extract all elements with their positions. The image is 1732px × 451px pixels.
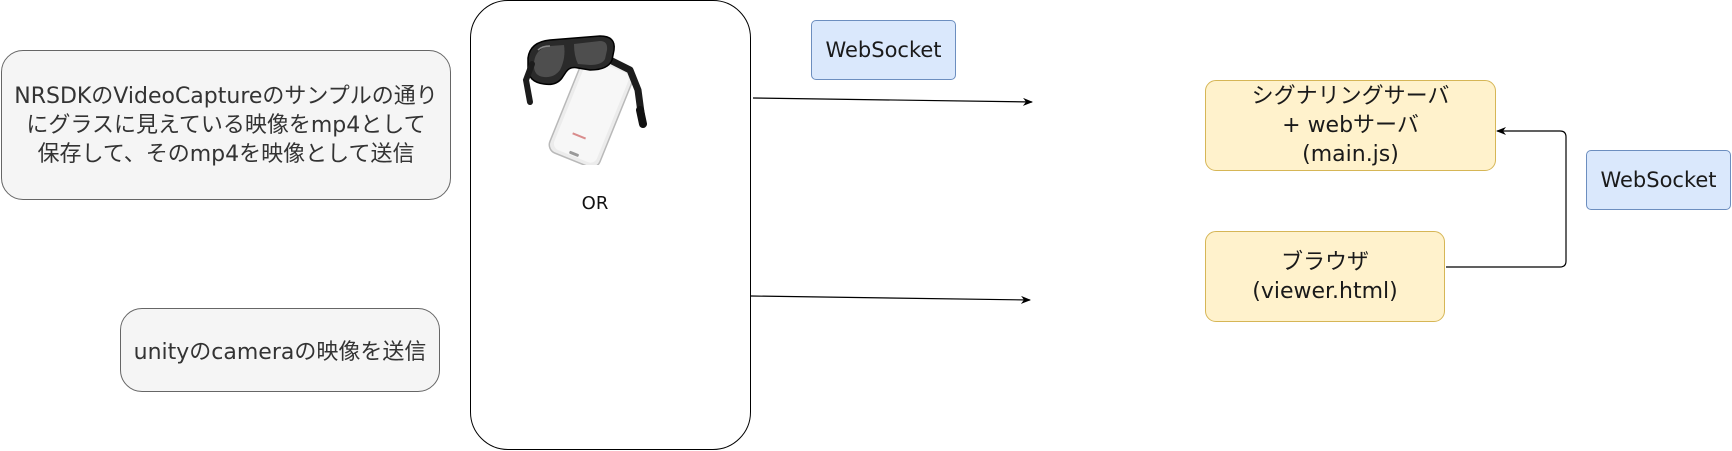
- note-mp4-capture: NRSDKのVideoCaptureのサンプルの通り にグラスに見えている映像を…: [1, 50, 451, 200]
- note-unity-camera: unityのcameraの映像を送信: [120, 308, 440, 392]
- websocket-top-text: WebSocket: [825, 38, 942, 62]
- websocket-right-text: WebSocket: [1600, 168, 1717, 192]
- browser-node: ブラウザ (viewer.html): [1205, 231, 1445, 322]
- note-unity-text: unityのcameraの映像を送信: [133, 340, 427, 365]
- or-label: OR: [581, 193, 609, 214]
- arrow-top: [752, 97, 1033, 106]
- websocket-label-right: WebSocket: [1586, 150, 1731, 210]
- browser-to-server-connector: [1446, 127, 1567, 268]
- arrow-bottom: [750, 295, 1031, 304]
- ar-glasses-and-phone-icon: [522, 35, 647, 165]
- signaling-server-node: シグナリングサーバ + webサーバ (main.js): [1205, 80, 1496, 171]
- note-mp4-text: NRSDKのVideoCaptureのサンプルの通り にグラスに見えている映像を…: [14, 83, 438, 167]
- browser-label: ブラウザ (viewer.html): [1252, 249, 1398, 304]
- signaling-server-label: シグナリングサーバ + webサーバ (main.js): [1251, 84, 1450, 167]
- websocket-label-top: WebSocket: [811, 20, 956, 80]
